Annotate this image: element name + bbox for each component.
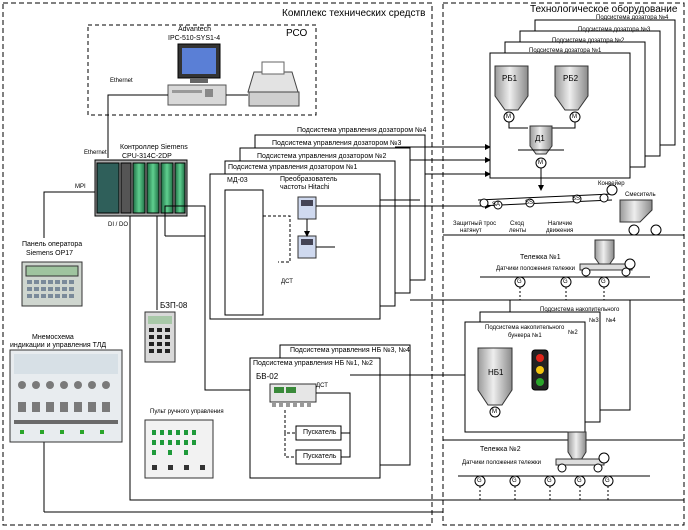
operator-panel-label-2: Siemens OP17 [26,250,74,257]
md03-module [224,189,264,316]
controller-label-1: Контроллер Siemens [120,144,188,151]
kts-region [2,2,433,526]
rso-ethernet-label: Ethernet [110,78,133,84]
nb-sub-34: Подсистема управления НБ №3, №4 [290,347,410,354]
starter-2-label: Пускатель [303,453,337,460]
nb1-motor-label: M [492,409,497,415]
cart-2-sensors-label: Датчики положения тележки [462,460,541,466]
cart-1-g1: G [517,279,522,285]
cart-1-g3: G [601,279,606,285]
cart-2-g1: G [477,478,482,484]
dosing-sub-4: Подсистема управления дозатором №4 [297,127,427,134]
d1-label: Д1 [535,134,545,143]
dosing-sub-1: Подсистема управления дозатором №1 [228,164,358,171]
conveyor-label: Конвейер [598,181,625,187]
ss-label: SS [525,200,534,206]
hitachi-converter-1 [297,196,317,220]
doser-sub-2: Подсистема дозатора №2 [552,38,625,44]
accum-front-2: бункера №1 [508,333,542,339]
accum-sub-4: Подсистема накопительного [540,307,620,313]
dosing-dst-label: ДСТ [281,279,293,285]
bzp-label: БЗП-08 [160,301,188,310]
dosing-sub-3: Подсистема управления дозатором №3 [272,140,402,147]
bv02-device [269,383,317,407]
cart-2-title: Тележка №2 [480,446,521,453]
sa-label: SA [492,202,501,208]
rb1-silo [494,65,529,123]
controller-ethernet-label: Ethernet [84,150,107,156]
accum-sub-4-no: №4 [606,318,616,324]
rb2-motor-label: M [572,114,577,120]
cart-1-icon [579,239,636,277]
accum-sub-2-no: №2 [568,330,578,336]
converter-label-2: частоты Hitachi [280,184,330,191]
manual-control-panel [144,419,214,479]
accum-sub-3-no: №3 [589,318,599,324]
nb1-label: НБ1 [488,368,504,377]
md03-label: МД-03 [227,177,248,184]
dido-label: DI / DO [108,222,129,228]
computer-label-1: Advantech [178,26,212,33]
d1-motor-label: M [538,160,543,166]
nalichie-label-2: движения [546,228,574,234]
tros-label-2: натянут [460,228,482,234]
conveyor [477,193,613,210]
cart-1-sensors-label: Датчики положения тележки [496,266,575,272]
computer-label-2: IPC-510-SYS1-4 [168,35,221,42]
shod-label-1: Сход [510,221,524,227]
doser-sub-3: Подсистема дозатора №3 [578,27,651,33]
cart-2-g3: G [547,478,552,484]
starter-1-label: Пускатель [303,429,337,436]
cart-2-sensors [474,475,614,487]
mpi-label: MPI [75,184,86,190]
dosing-sub-2: Подсистема управления дозатором №2 [257,153,387,160]
bzp-device [144,311,176,363]
nb-dst-label: ДСТ [316,383,328,389]
mixer-label: Смеситель [625,192,656,198]
hitachi-converter-2 [297,235,317,259]
mnemo-panel [9,349,123,443]
cart-2-g2: G [512,478,517,484]
operator-panel-label-1: Панель оператора [22,241,83,248]
nb-sub-12: Подсистема управления НБ №1, №2 [253,360,373,367]
rso-region [87,24,317,116]
cart-2-g5: G [605,478,610,484]
controller-rack [94,159,188,217]
manual-panel-label: Пульт ручного управления [150,409,224,415]
mnemo-label-2: индикации и управления ТЛД [10,342,107,349]
doser-sub-1: Подсистема дозатора №1 [529,48,602,54]
tros-label-1: Защитный трос [453,221,497,227]
nalichie-label-1: Наличие [548,221,573,227]
rb1-motor-label: M [506,114,511,120]
operator-panel-icon [21,261,83,307]
tech-region [442,2,685,526]
cart-2-g4: G [577,478,582,484]
shod-label-2: ленты [509,228,527,234]
dosing-control-stack [209,134,426,320]
computer-icon [167,43,227,106]
nb1-silo [477,347,513,418]
bv02-label: БВ-02 [256,372,279,381]
rb2-label: РБ2 [563,74,579,83]
rb1-label: РБ1 [502,74,518,83]
accum-front-1: Подсистема накопительного [485,325,565,331]
mnemo-label-1: Мнемосхема [32,334,74,341]
rb2-silo [554,65,589,123]
cart-1-title: Тележка №1 [520,254,561,261]
ss2-label: SS [572,196,581,202]
kts-title: Комплекс технических средств [282,8,426,19]
converter-label-1: Преобразователь [280,176,338,183]
traffic-light-icon [531,349,549,391]
cart-2-icon [555,431,610,473]
cart-1-g2: G [563,279,568,285]
printer-icon [247,61,300,107]
doser-sub-4: Подсистема дозатора №4 [596,15,669,21]
tech-title: Технологическое оборудование [530,4,678,15]
cart-1-sensors [514,276,610,300]
rso-title: РСО [286,28,308,39]
controller-label-2: CPU-314C-2DP [122,153,172,160]
